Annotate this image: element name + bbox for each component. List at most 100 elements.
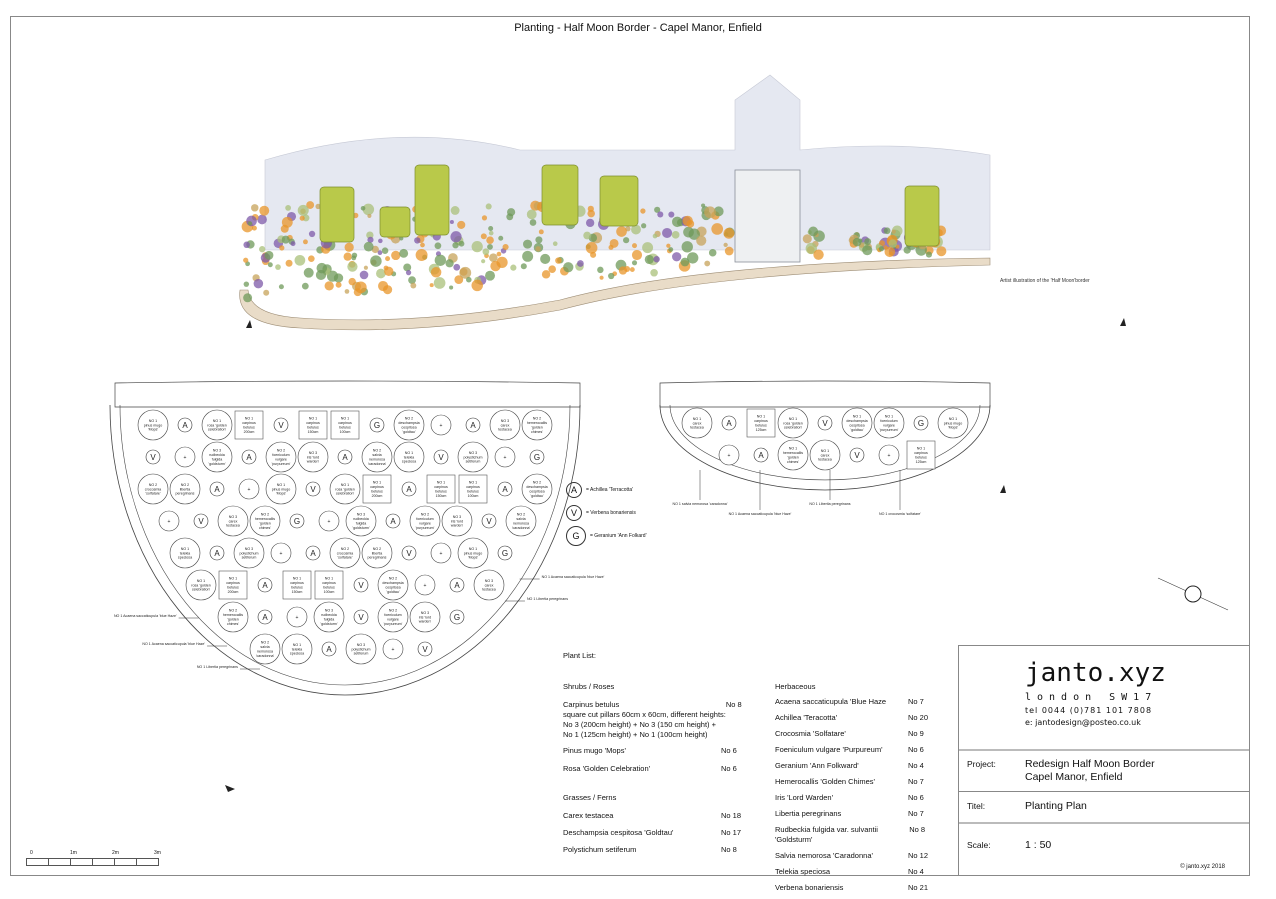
plant-mark xyxy=(631,224,641,235)
plant-mark xyxy=(502,243,509,251)
plant-mark xyxy=(458,240,465,247)
plant-row: Geranium 'Ann Folkward'No 4 xyxy=(775,761,930,771)
north-arrow-icon xyxy=(1184,585,1202,603)
plant-mark xyxy=(583,231,592,240)
symbol-circle xyxy=(209,545,225,561)
plant-label: nemorosa xyxy=(513,522,529,526)
plant-label: betulus xyxy=(435,490,447,494)
plant-label: rosa 'golden xyxy=(335,487,354,491)
plant-circle xyxy=(377,601,409,633)
plant-row: Achillea 'Teracotta'No 20 xyxy=(775,713,930,723)
plant-label: NO 1 xyxy=(181,547,189,551)
plant-label: carpinus xyxy=(466,485,480,489)
plant-label: cespitosa xyxy=(385,586,400,590)
plant-label: carpinus xyxy=(338,421,352,425)
pillar-square xyxy=(298,410,328,440)
plant-circle xyxy=(409,601,441,633)
plant-mark xyxy=(608,272,615,280)
plant-label: nemorosa xyxy=(257,650,273,654)
plant-label: NO 2 xyxy=(533,417,541,421)
plant-mark xyxy=(608,244,614,250)
topiary-pillar xyxy=(599,175,639,227)
plant-qty: No 4 xyxy=(908,761,924,770)
plant-label: deschampsia xyxy=(846,419,867,423)
plant-mark xyxy=(303,239,308,245)
symbol-circle xyxy=(385,513,401,529)
plant-row: Rosa 'Golden Celebration'No 6 xyxy=(563,764,743,774)
plant-circle xyxy=(873,407,905,439)
plant-label: testacea xyxy=(818,458,832,462)
plant-label: 'Mops' xyxy=(148,428,158,432)
plant-label: NO 1 xyxy=(229,577,237,581)
pillar-square xyxy=(330,410,360,440)
plant-circle xyxy=(681,407,713,439)
plant-mark xyxy=(481,259,486,264)
plant-label: crocosmia xyxy=(145,487,161,491)
plant-symbol: A xyxy=(182,421,188,430)
illustration-caption: Artist illustration of the 'Half Moon'bo… xyxy=(1000,278,1090,284)
plant-qty: No 8 xyxy=(725,700,742,709)
plant-center-mark: + xyxy=(248,487,251,493)
plant-circle xyxy=(777,407,809,439)
plant-circle xyxy=(489,409,521,441)
plant-mark xyxy=(672,216,683,228)
plant-qty: No 18 xyxy=(721,811,742,820)
symbol-circle xyxy=(305,545,321,561)
plant-mark xyxy=(724,246,734,256)
plant-mark xyxy=(454,275,464,284)
plant-mark xyxy=(523,239,533,249)
plant-mark xyxy=(471,279,483,292)
topiary-pillar xyxy=(319,186,355,243)
plant-mark xyxy=(713,206,724,217)
plant-mark xyxy=(449,285,454,290)
plant-mark xyxy=(805,242,817,255)
plant-label: NO 1 xyxy=(853,415,861,419)
scale-label: Scale: xyxy=(967,840,991,850)
symbol-circle xyxy=(721,415,737,431)
plant-label: NO 2 xyxy=(229,609,237,613)
plant-name: Crocosmia 'Solfatare' xyxy=(775,729,846,738)
plant-label: warden' xyxy=(307,460,320,464)
plant-mark xyxy=(263,289,270,296)
plant-label: foeniculum xyxy=(880,419,897,423)
plant-label: 'Mops' xyxy=(948,426,958,430)
plant-circle xyxy=(718,444,740,466)
plant-label: speciosa xyxy=(402,460,416,464)
plant-mark xyxy=(522,250,534,262)
plant-label: iris 'lord xyxy=(307,455,319,459)
symbol-circle xyxy=(753,447,769,463)
plant-label: polystichum xyxy=(352,647,371,651)
plant-label: 'solfatare' xyxy=(145,492,160,496)
plant-symbol: A xyxy=(342,453,348,462)
plant-symbol: A xyxy=(214,549,220,558)
plant-mark xyxy=(711,223,724,235)
plant-label: carpinus xyxy=(370,485,384,489)
legend-label: = Achillea 'Terracotta' xyxy=(586,487,634,493)
plant-symbol: G xyxy=(454,613,460,622)
plant-symbol: A xyxy=(454,581,460,590)
plant-group-herbaceous: Herbaceous Acaena saccaticupula 'Blue Ha… xyxy=(775,682,930,899)
plant-mark xyxy=(259,205,270,216)
plant-mark xyxy=(650,268,658,277)
plant-name: Carex testacea xyxy=(563,811,614,820)
plant-circle xyxy=(174,446,196,468)
plant-label: NO 2 xyxy=(277,449,285,453)
plant-circle xyxy=(393,409,425,441)
plant-circle xyxy=(249,505,281,537)
plant-name: Deschampsia cespitosa 'Goldtau' xyxy=(563,828,674,837)
plant-mark xyxy=(367,236,374,243)
plant-symbol: V xyxy=(310,485,316,494)
symbol-circle xyxy=(449,577,465,593)
plant-mark xyxy=(354,281,367,294)
plant-mark xyxy=(623,237,630,244)
plant-mark xyxy=(585,218,595,228)
topiary-pillar xyxy=(414,164,450,236)
plant-mark xyxy=(457,220,466,229)
plant-name: Rosa 'Golden Celebration' xyxy=(563,764,651,773)
plant-center-mark: + xyxy=(392,647,395,653)
plant-mark xyxy=(360,205,366,211)
group-heading: Grasses / Ferns xyxy=(563,793,617,802)
plant-mark xyxy=(587,209,595,218)
plant-label: rudbeckia xyxy=(321,613,337,617)
plant-label: NO 3 xyxy=(469,451,477,455)
